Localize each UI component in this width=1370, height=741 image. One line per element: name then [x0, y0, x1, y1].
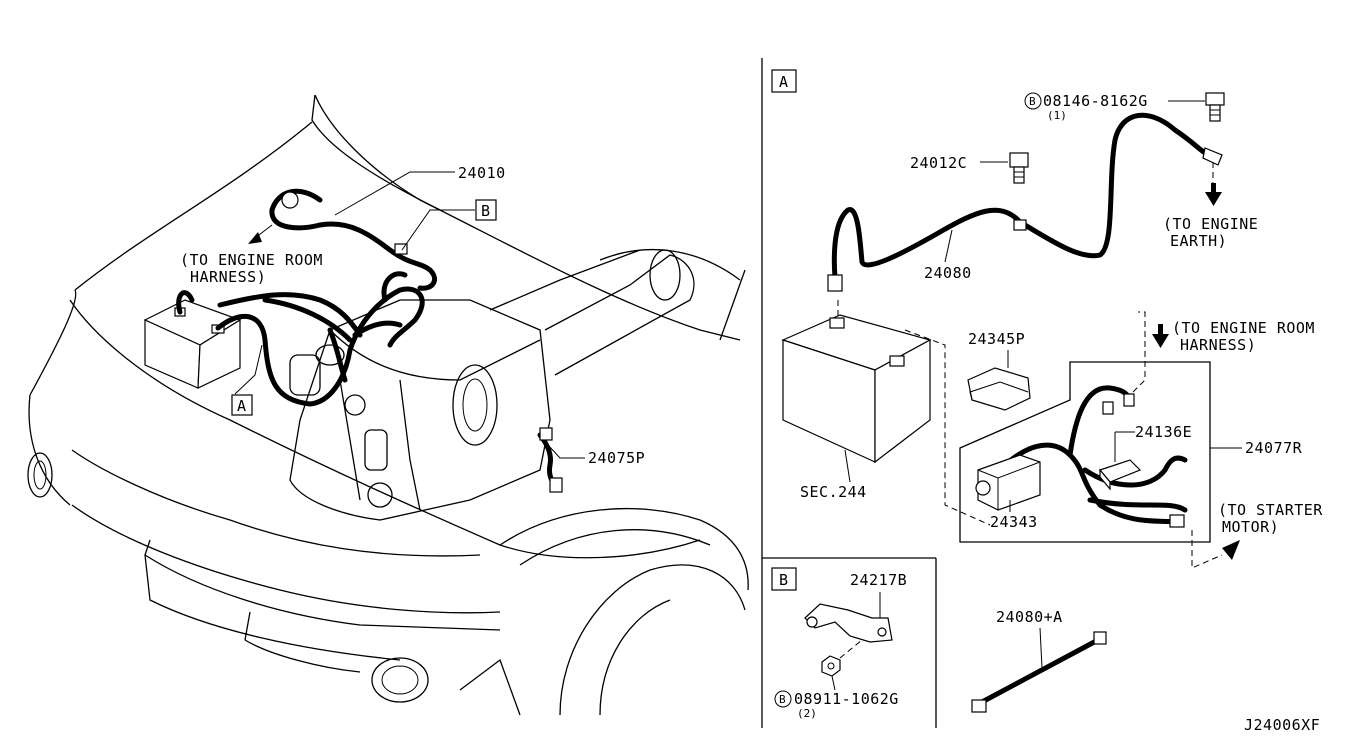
- bracket-24217b: [804, 603, 893, 643]
- arrow-engine-earth-icon: [1205, 162, 1222, 206]
- leader-sec244: [844, 449, 851, 483]
- nut-marker-b: B: [774, 690, 792, 708]
- bolt-24012c-icon: [1009, 152, 1029, 184]
- label-24080: 24080: [924, 264, 972, 282]
- callout-a-main: A: [231, 394, 253, 416]
- label-24217b: 24217B: [850, 571, 907, 589]
- label-24343: 24343: [990, 513, 1038, 531]
- leader-24080a: [1039, 627, 1043, 669]
- detail-b-tag-label: B: [779, 571, 789, 589]
- label-bolt-code: 08146-8162G: [1043, 92, 1148, 110]
- cable-24080: [827, 112, 1223, 292]
- cable-24080a: [971, 631, 1107, 713]
- connector-24136e: [1098, 459, 1142, 491]
- drawing-number: J24006XF: [1244, 716, 1320, 734]
- harness-24077r-box: [959, 361, 1211, 543]
- arrow-engine-room-detail-icon: [1132, 311, 1169, 393]
- note-engine-earth-1: (TO ENGINE: [1163, 215, 1258, 233]
- callout-a-main-label: A: [237, 397, 247, 415]
- nut-08911-icon: [821, 639, 863, 677]
- engine-block: [289, 249, 695, 521]
- note-engine-room-main-2: HARNESS): [190, 268, 266, 286]
- arrow-starter-motor-icon: [1191, 530, 1240, 569]
- nut-marker-b-label: B: [779, 693, 786, 706]
- detail-a-tag: A: [771, 69, 797, 93]
- bolt-08146-icon: [1205, 92, 1225, 122]
- main-leaders: [234, 171, 585, 459]
- vehicle-outline: [27, 94, 749, 716]
- label-bolt-qty: (1): [1047, 109, 1067, 122]
- label-24012c: 24012C: [910, 154, 967, 172]
- cover-24345p: [967, 367, 1031, 411]
- note-starter-2: MOTOR): [1222, 518, 1279, 536]
- label-24345p: 24345P: [968, 330, 1025, 348]
- leader-nut: [831, 675, 836, 691]
- label-24080a: 24080+A: [996, 608, 1063, 626]
- fuse-block-24343: [975, 454, 1041, 511]
- label-24136e: 24136E: [1135, 423, 1192, 441]
- note-engine-room-detail-1: (TO ENGINE ROOM: [1172, 319, 1315, 337]
- label-nut-qty: (2): [797, 707, 817, 720]
- label-24075p: 24075P: [588, 449, 645, 467]
- leader-24080: [944, 229, 953, 263]
- label-24010: 24010: [458, 164, 506, 182]
- detail-b-tag: B: [771, 567, 797, 591]
- panel-frame: [761, 58, 937, 728]
- bolt-marker-b-detail-a: B: [1024, 92, 1042, 110]
- note-engine-earth-2: EARTH): [1170, 232, 1227, 250]
- note-engine-room-detail-2: HARNESS): [1180, 336, 1256, 354]
- callout-b-main: B: [475, 199, 497, 221]
- main-harness: [176, 188, 563, 493]
- label-nut-code: 08911-1062G: [794, 690, 899, 708]
- label-sec244: SEC.244: [800, 483, 867, 501]
- detail-a-tag-label: A: [779, 73, 789, 91]
- battery-detail: [781, 300, 991, 526]
- bolt-marker-b-label: B: [1029, 95, 1036, 108]
- note-starter-1: (TO STARTER: [1218, 501, 1323, 519]
- label-24077r: 24077R: [1245, 439, 1303, 457]
- note-engine-room-main-1: (TO ENGINE ROOM: [180, 251, 323, 269]
- battery-main: [143, 299, 242, 389]
- callout-b-main-label: B: [481, 202, 491, 220]
- main-arrow-engine-room: [248, 224, 273, 244]
